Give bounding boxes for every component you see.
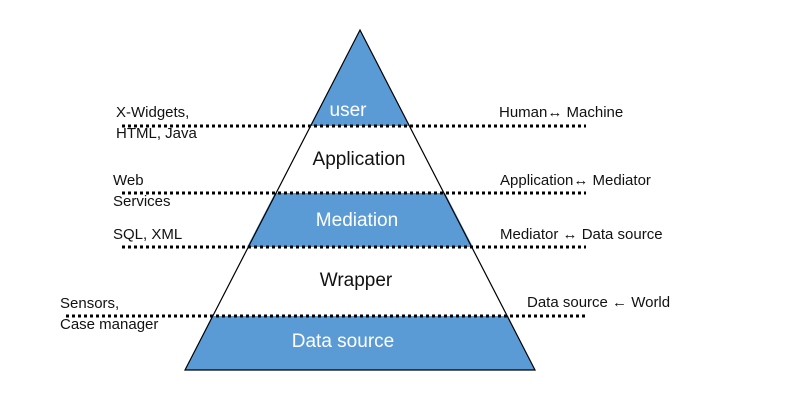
left-label-query-tech-line1: SQL, XML xyxy=(113,226,183,243)
right-label-application-mediator: Application↔ Mediator xyxy=(500,172,651,189)
left-label-ui-tech-line1: X-Widgets, xyxy=(116,104,190,121)
layer-data-source-label: Data source xyxy=(291,331,395,352)
layer-user-label: user xyxy=(329,100,367,121)
layer-wrapper-label: Wrapper xyxy=(319,270,393,291)
left-label-services-line2: Services xyxy=(113,193,171,210)
pyramid-outline xyxy=(184,28,536,371)
right-label-mediator-data-source: Mediator ↔ Data source xyxy=(500,226,663,243)
layer-mediation-label: Mediation xyxy=(315,210,399,231)
left-label-query-tech: SQL, XML xyxy=(113,224,182,245)
left-label-sources: Sensors, Case manager xyxy=(60,293,158,335)
left-label-sources-line2: Case manager xyxy=(60,316,159,333)
right-label-data-source-world: Data source ← World xyxy=(527,294,671,311)
layer-application-band xyxy=(275,126,445,193)
left-label-services-line1: Web xyxy=(113,172,144,189)
layer-mediation-band xyxy=(247,193,473,247)
left-label-services: Web Services xyxy=(113,170,171,212)
left-label-ui-tech: X-Widgets, HTML, Java xyxy=(116,102,197,144)
left-label-sources-line1: Sensors, xyxy=(60,295,120,312)
layer-data-source-band xyxy=(185,316,535,370)
layer-user-band xyxy=(310,30,410,126)
left-label-ui-tech-line2: HTML, Java xyxy=(116,125,197,142)
layer-application-label: Application xyxy=(312,149,406,170)
right-label-human-machine: Human↔ Machine xyxy=(499,104,624,121)
layer-wrapper-band xyxy=(212,247,508,316)
